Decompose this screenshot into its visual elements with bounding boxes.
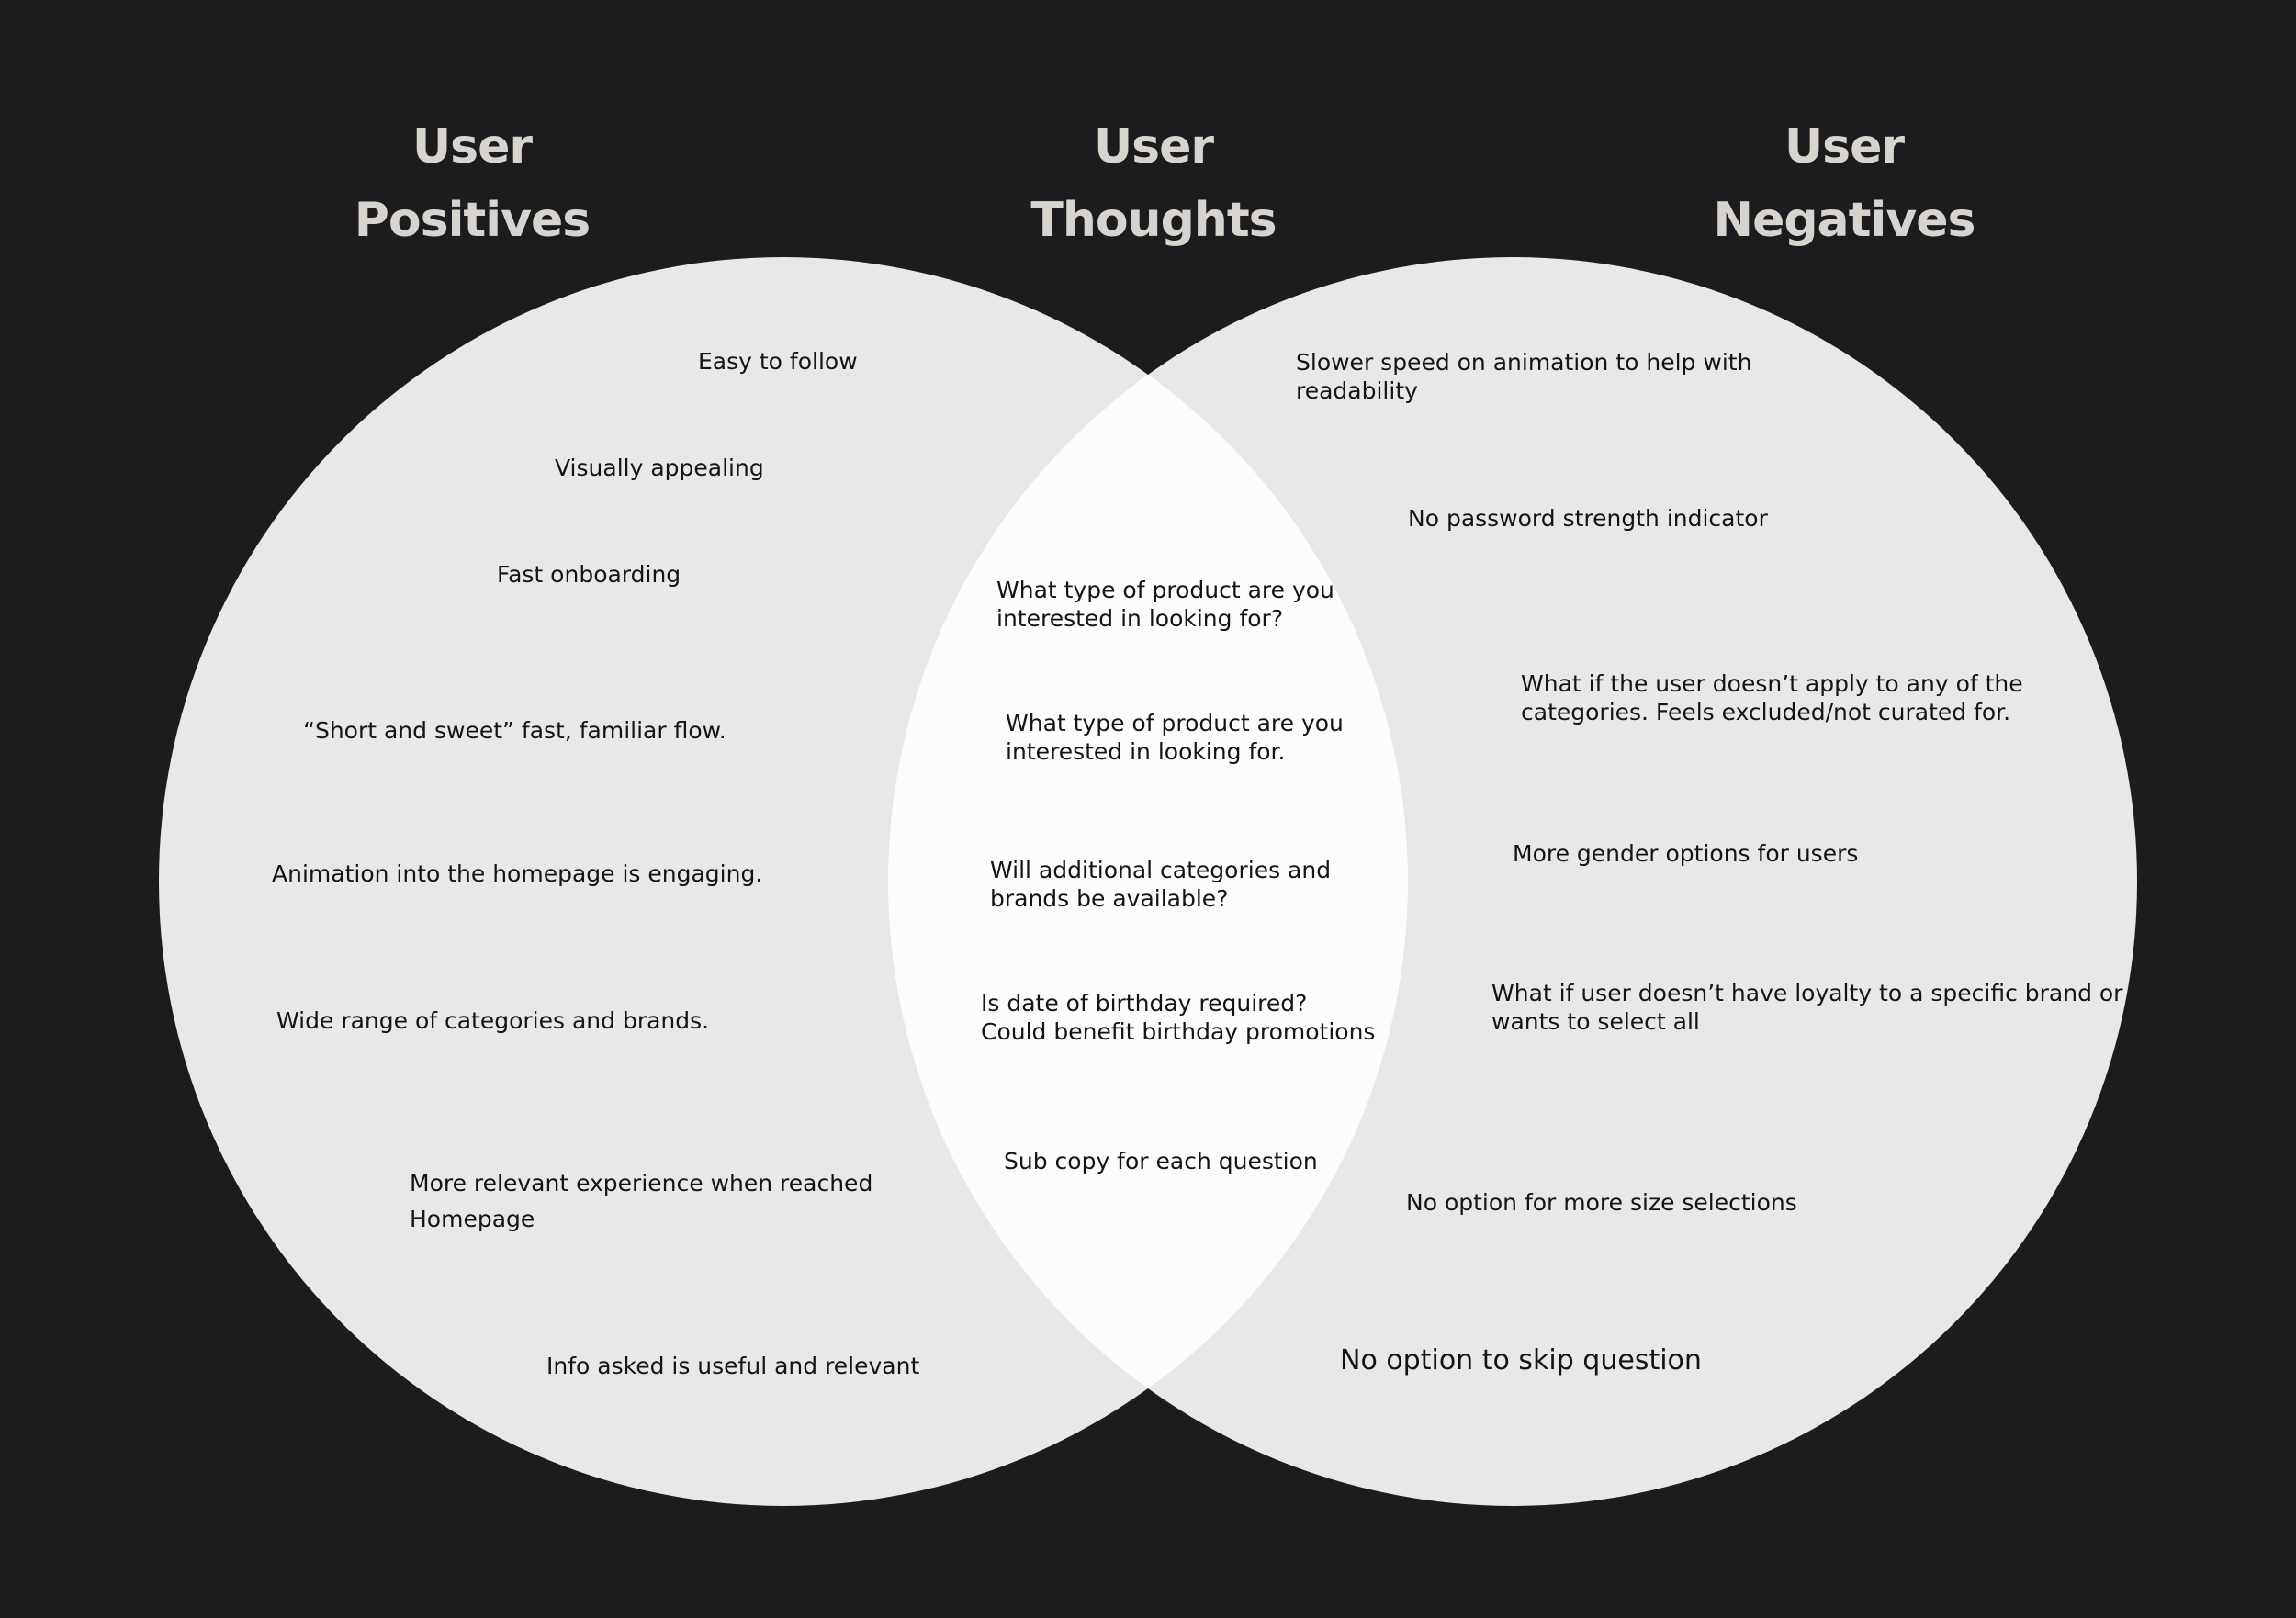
positive-item: “Short and sweet” fast, familiar flow. bbox=[303, 717, 726, 744]
positive-item: More relevant experience when reached Ho… bbox=[410, 1165, 872, 1237]
negative-item: No option to skip question bbox=[1340, 1344, 1702, 1376]
thought-item-line2: interested in looking for. bbox=[1006, 738, 1286, 765]
thought-item: Sub copy for each question bbox=[1004, 1148, 1318, 1174]
positives-heading: User Positives bbox=[288, 110, 656, 257]
positives-heading-line1: User bbox=[411, 119, 533, 174]
positive-item: Info asked is useful and relevant bbox=[546, 1353, 920, 1379]
negatives-heading-line1: User bbox=[1784, 119, 1905, 174]
thought-item-line1: Will additional categories and bbox=[990, 857, 1332, 883]
negatives-heading-line2: Negatives bbox=[1713, 193, 1976, 248]
thought-item: Is date of birthday required? Could bene… bbox=[981, 989, 1375, 1046]
negative-item-line1: What if user doesn’t have loyalty to a s… bbox=[1491, 980, 2123, 1006]
thought-item-line1: What type of product are you bbox=[1006, 710, 1344, 736]
positive-item: Visually appealing bbox=[555, 455, 764, 481]
thought-item-line1: What type of product are you bbox=[996, 577, 1334, 603]
thoughts-heading: User Thoughts bbox=[970, 110, 1337, 257]
negative-item-line2: readability bbox=[1296, 377, 1418, 404]
positive-item-line1: More relevant experience when reached bbox=[410, 1170, 873, 1197]
thought-item-line1: Is date of birthday required? bbox=[981, 990, 1308, 1017]
negative-item-line2: wants to select all bbox=[1491, 1008, 1700, 1035]
thought-item: What type of product are you interested … bbox=[1006, 709, 1344, 766]
negatives-heading: User Negatives bbox=[1660, 110, 2028, 257]
negative-item-line2: categories. Feels excluded/not curated f… bbox=[1521, 699, 2011, 725]
negative-item: What if user doesn’t have loyalty to a s… bbox=[1491, 979, 2122, 1036]
negative-item: What if the user doesn’t apply to any of… bbox=[1521, 669, 2023, 726]
thought-item-line2: brands be available? bbox=[990, 885, 1229, 912]
negative-item: No option for more size selections bbox=[1406, 1189, 1797, 1216]
thought-item-line2: Could benefit birthday promotions bbox=[981, 1018, 1376, 1045]
positive-item-line2: Homepage bbox=[410, 1206, 535, 1232]
positive-item: Fast onboarding bbox=[497, 561, 681, 588]
thoughts-overlap bbox=[888, 257, 1408, 1506]
positive-item: Animation into the homepage is engaging. bbox=[272, 860, 763, 887]
negative-item: No password strength indicator bbox=[1408, 505, 1768, 532]
thought-item: What type of product are you interested … bbox=[996, 576, 1334, 633]
positive-item: Wide range of categories and brands. bbox=[276, 1007, 710, 1034]
thought-item: Will additional categories and brands be… bbox=[990, 856, 1331, 913]
negative-item: More gender options for users bbox=[1513, 840, 1859, 867]
thought-item-line2: interested in looking for? bbox=[996, 605, 1284, 632]
negative-item-line1: Slower speed on animation to help with bbox=[1296, 349, 1752, 376]
thoughts-heading-line2: Thoughts bbox=[1030, 193, 1277, 248]
positive-item: Easy to follow bbox=[698, 348, 858, 375]
thoughts-heading-line1: User bbox=[1093, 119, 1214, 174]
positives-heading-line2: Positives bbox=[354, 193, 591, 248]
negative-item-line1: What if the user doesn’t apply to any of… bbox=[1521, 670, 2023, 697]
negative-item: Slower speed on animation to help with r… bbox=[1296, 348, 1751, 405]
